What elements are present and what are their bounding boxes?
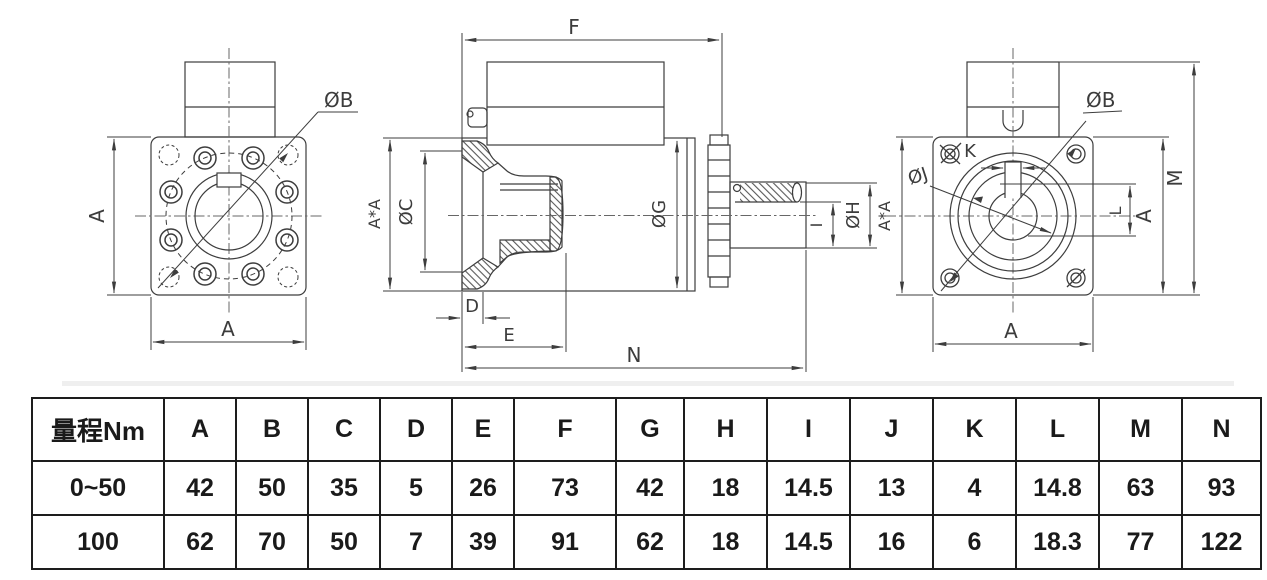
col-header-m: M (1098, 397, 1183, 462)
side-connector-block (486, 61, 665, 146)
cell-value: 50 (307, 514, 381, 570)
cell-value: 14.5 (766, 514, 851, 570)
dim-label-side-i: I (807, 223, 826, 228)
dim-label-side-e: E (503, 325, 514, 346)
cell-value: 14.8 (1015, 460, 1100, 516)
dim-label-front-a-bottom: A (221, 317, 235, 341)
cell-value: 93 (1181, 460, 1262, 516)
dim-label-side-d: D (465, 296, 479, 317)
cell-value: 77 (1098, 514, 1183, 570)
cell-value: 70 (235, 514, 309, 570)
cell-range-0-50: 0~50 (31, 460, 165, 516)
cell-value: 5 (379, 460, 453, 516)
col-header-b: B (235, 397, 309, 462)
rear-view-drawing (885, 48, 1200, 352)
front-screws (159, 146, 299, 286)
col-header-f: F (513, 397, 617, 462)
cell-value: 18 (683, 514, 768, 570)
col-header-i: I (766, 397, 851, 462)
dim-label-side-dia-c: ØC (396, 199, 417, 226)
col-header-n: N (1181, 397, 1262, 462)
cell-value: 13 (849, 460, 934, 516)
side-collar (707, 134, 731, 288)
table-header-row: 量程Nm A B C D E F G H I J K L M N (31, 397, 1262, 462)
dim-label-rear-m: M (1163, 169, 1187, 186)
dim-label-rear-a-side: A (1132, 209, 1156, 223)
cell-value: 42 (163, 460, 237, 516)
side-view-drawing (383, 33, 877, 372)
cell-value: 50 (235, 460, 309, 516)
front-connector-block (184, 61, 276, 138)
col-header-g: G (615, 397, 685, 462)
cell-value: 6 (932, 514, 1017, 570)
cell-value: 4 (932, 460, 1017, 516)
dim-label-side-a-star-a: A*A (365, 199, 384, 229)
cell-value: 91 (513, 514, 617, 570)
cell-value: 122 (1181, 514, 1262, 570)
dim-label-rear-l: L (1106, 206, 1125, 215)
cell-value: 16 (849, 514, 934, 570)
col-header-e: E (451, 397, 515, 462)
table-row: 100 62 70 50 7 39 91 62 18 14.5 16 6 18.… (31, 514, 1262, 570)
dim-label-front-a-side: A (85, 209, 109, 223)
col-header-h: H (683, 397, 768, 462)
col-header-j: J (849, 397, 934, 462)
dim-label-rear-dia-j: ØJ (905, 164, 930, 190)
col-header-a: A (163, 397, 237, 462)
dimension-table: 量程Nm A B C D E F G H I J K L M N 0~50 42 (31, 397, 1262, 570)
col-header-k: K (932, 397, 1017, 462)
col-header-range: 量程Nm (31, 397, 165, 462)
cell-value: 18.3 (1015, 514, 1100, 570)
cell-value: 18 (683, 460, 768, 516)
cell-value: 26 (451, 460, 515, 516)
cell-value: 39 (451, 514, 515, 570)
dim-label-rear-k: K (964, 141, 977, 162)
dim-label-front-dia-b: ØB (324, 88, 353, 112)
dim-label-rear-a-bottom: A (1004, 319, 1018, 343)
cell-value: 73 (513, 460, 617, 516)
cell-value: 7 (379, 514, 453, 570)
dim-label-side-f: F (568, 15, 580, 39)
table-row: 0~50 42 50 35 5 26 73 42 18 14.5 13 4 14… (31, 460, 1262, 516)
cell-range-100: 100 (31, 514, 165, 570)
cell-value: 14.5 (766, 460, 851, 516)
col-header-d: D (379, 397, 453, 462)
front-keyway (216, 172, 242, 188)
dim-label-rear-a-star-a: A*A (875, 201, 894, 231)
technical-drawing: A A ØB (85, 15, 1200, 372)
dim-label-side-n: N (627, 343, 642, 367)
cell-value: 63 (1098, 460, 1183, 516)
col-header-l: L (1015, 397, 1100, 462)
cell-value: 35 (307, 460, 381, 516)
front-view-drawing (107, 48, 358, 350)
dim-label-side-dia-h: ØH (843, 201, 864, 229)
dim-label-side-dia-g: ØG (649, 200, 670, 228)
drawing-edge-shadow (62, 381, 1234, 386)
dim-label-rear-dia-b: ØB (1086, 88, 1115, 112)
cell-value: 62 (163, 514, 237, 570)
col-header-c: C (307, 397, 381, 462)
cell-value: 42 (615, 460, 685, 516)
cell-value: 62 (615, 514, 685, 570)
